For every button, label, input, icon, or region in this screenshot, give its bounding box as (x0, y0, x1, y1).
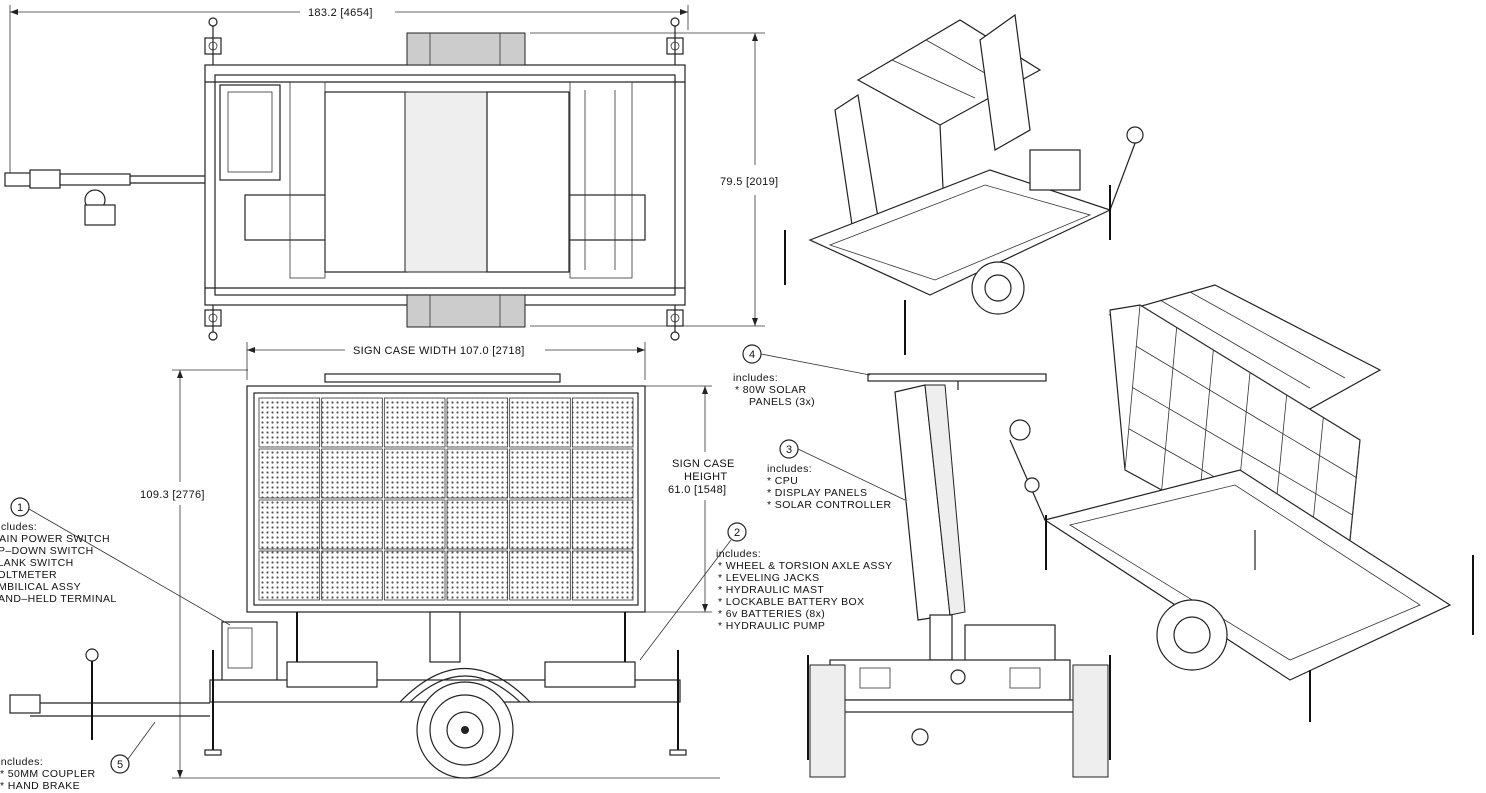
callout-1-item: UP–DOWN SWITCH (0, 545, 94, 557)
front-view: 4 includes: * 80W SOLAR PANELS (3x) 3 in… (733, 344, 1111, 778)
overall-length-label: 183.2 [4654] (308, 7, 373, 19)
led-module (446, 397, 509, 448)
callout-4-item: * 80W SOLAR (735, 384, 807, 396)
callout-1-item: BLANK SWITCH (0, 557, 74, 569)
callout-2-item: * HYDRAULIC MAST (718, 584, 824, 596)
led-module (446, 550, 509, 601)
iso-grid-line (1136, 345, 1357, 478)
led-module (258, 448, 321, 499)
callout-3-header: includes: (767, 463, 812, 475)
sign-case-width-label: SIGN CASE WIDTH 107.0 [2718] (353, 345, 525, 357)
callout-2: 2 includes: * WHEEL & TORSION AXLE ASSY … (639, 522, 893, 661)
callout-1-item: MAIN POWER SWITCH (0, 533, 110, 545)
led-module (383, 550, 446, 601)
led-module (571, 499, 634, 550)
overall-width-label: 79.5 [2019] (720, 176, 778, 188)
iso-grid-line (1132, 387, 1353, 516)
callout-2-item: * 6v BATTERIES (8x) (718, 608, 825, 620)
led-module (258, 499, 321, 550)
callout-4-number: 4 (749, 349, 755, 361)
sign-case-width-dimension: SIGN CASE WIDTH 107.0 [2718] (246, 342, 646, 380)
led-module (509, 550, 571, 601)
led-module (446, 499, 509, 550)
isometric-view-stowed (784, 13, 1144, 355)
callout-4-header: includes: (733, 372, 778, 384)
led-module (571, 550, 634, 601)
callout-2-item: * HYDRAULIC PUMP (718, 620, 825, 632)
callout-5: 5 includes: * 50MM COUPLER * HAND BRAKE (0, 721, 156, 792)
side-wheel (416, 681, 514, 779)
callout-1-header: includes: (0, 521, 37, 533)
overall-width-dimension: 79.5 [2019] (530, 32, 778, 327)
callout-5-item: * 50MM COUPLER (0, 768, 95, 780)
callout-3-item: * CPU (767, 475, 798, 487)
top-view: 183.2 [4654] 79.5 [2019] (4, 5, 778, 341)
callout-5-item: * HAND BRAKE (0, 780, 80, 792)
sign-case-height-line2: HEIGHT (684, 471, 727, 483)
callout-3-item: * SOLAR CONTROLLER (767, 499, 891, 511)
iso-grid-line (1139, 304, 1361, 441)
callout-2-item: * WHEEL & TORSION AXLE ASSY (718, 560, 893, 572)
control-box (221, 621, 278, 685)
callout-2-number: 2 (734, 527, 740, 539)
callout-1-item: HAND–HELD TERMINAL (0, 593, 117, 605)
front-solar-panel (867, 373, 1047, 382)
led-module (571, 397, 634, 448)
callout-3: 3 includes: * CPU * DISPLAY PANELS * SOL… (767, 439, 906, 511)
led-module (321, 448, 383, 499)
led-module (321, 550, 383, 601)
callout-3-item: * DISPLAY PANELS (767, 487, 867, 499)
overall-height-label: 109.3 [2776] (140, 489, 205, 501)
led-matrix-grid (258, 397, 634, 601)
led-module (258, 397, 321, 448)
side-view: SIGN CASE WIDTH 107.0 [2718] 109.3 [2776… (0, 342, 893, 792)
led-module (509, 448, 571, 499)
callout-4: 4 includes: * 80W SOLAR PANELS (3x) (733, 344, 871, 408)
led-module (446, 448, 509, 499)
led-module (383, 499, 446, 550)
sign-case-height-line3: 61.0 [1548] (668, 484, 726, 496)
callout-1: 1 includes: MAIN POWER SWITCH UP–DOWN SW… (0, 497, 231, 626)
overall-length-dimension: 183.2 [4654] (9, 5, 689, 180)
led-module (321, 499, 383, 550)
callout-2-item: * LEVELING JACKS (718, 572, 820, 584)
callout-1-item: UMBILICAL ASSY (0, 581, 81, 593)
isometric-view-deployed (1009, 284, 1474, 722)
overall-height-dimension: 109.3 [2776] (140, 369, 720, 779)
callout-4-item: PANELS (3x) (749, 396, 815, 408)
sign-case-height-line1: SIGN CASE (672, 458, 735, 470)
callout-1-number: 1 (17, 502, 23, 514)
callout-3-number: 3 (786, 444, 792, 456)
led-module (383, 448, 446, 499)
led-module (571, 448, 634, 499)
led-module (509, 499, 571, 550)
callout-2-header: includes: (716, 548, 761, 560)
led-module (383, 397, 446, 448)
led-module (509, 397, 571, 448)
callout-5-number: 5 (117, 759, 123, 771)
callout-2-item: * LOCKABLE BATTERY BOX (718, 596, 865, 608)
callout-5-header: includes: (0, 756, 43, 768)
corner-jacks-top-view (204, 17, 684, 341)
sign-case-height-dimension: SIGN CASE HEIGHT 61.0 [1548] (645, 385, 735, 613)
led-module (321, 397, 383, 448)
led-module (258, 550, 321, 601)
callout-1-item: VOLTMETER (0, 569, 57, 581)
